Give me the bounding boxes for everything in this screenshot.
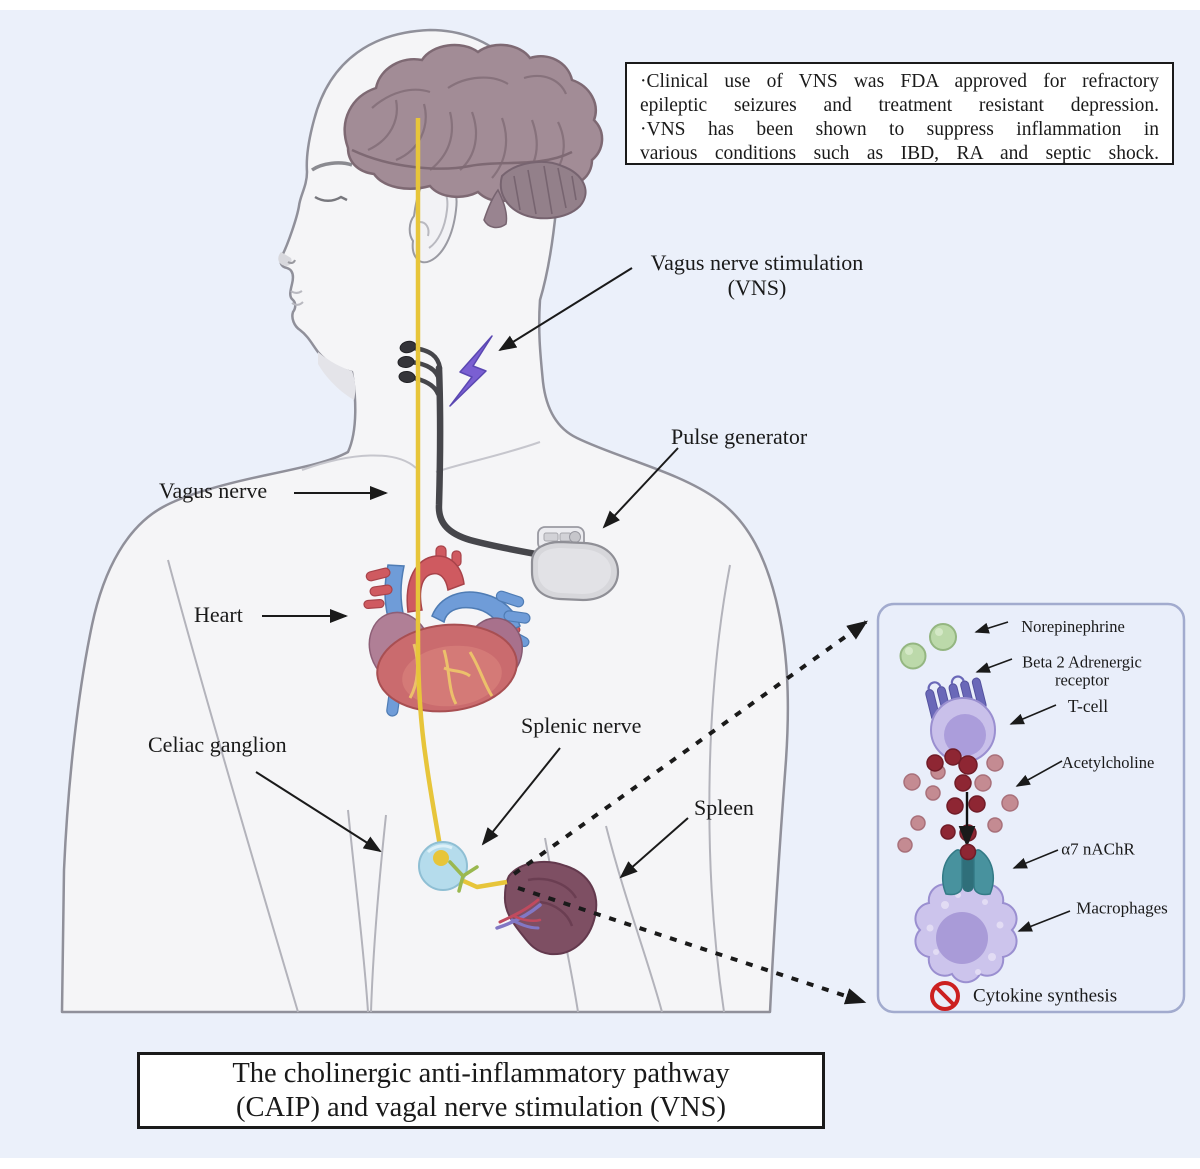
- face-details: [278, 161, 353, 306]
- lower-lip: [291, 301, 304, 306]
- celiac-ganglion-arrow: [255, 771, 382, 853]
- spleen-arrow: [619, 817, 689, 879]
- cytokine-synthesis-label: Cytokine synthesis: [973, 985, 1118, 1007]
- ventricle-highlight: [402, 645, 502, 707]
- bottom-margin: [0, 1158, 1200, 1169]
- info-line-3: ·VNS has been shown to suppress inflamma…: [640, 119, 1159, 140]
- cerebellum: [499, 160, 587, 220]
- vagus-nerve-label: Vagus nerve: [159, 478, 268, 503]
- t-cell-arrow: [1009, 704, 1057, 725]
- brainstem: [483, 188, 508, 229]
- bound-acetylcholine-dot: [959, 843, 977, 861]
- beta2-receptor-label: Beta 2 Adrenergic receptor: [1022, 652, 1142, 691]
- top-margin: [0, 0, 1200, 10]
- spleen-label: Spleen: [694, 795, 754, 820]
- splenic-nerve-arrow: [481, 747, 561, 846]
- norepinephrine-molecules: [899, 623, 957, 670]
- heart-illustration: [363, 545, 531, 717]
- title-line2: (CAIP) and vagal nerve stimulation (VNS): [236, 1091, 726, 1123]
- a7-nachr-label: α7 nAChR: [1061, 839, 1135, 859]
- macrophage-speckles: [926, 892, 1004, 975]
- info-line-4: various conditions such as IBD, RA and s…: [640, 143, 1159, 164]
- beta2-label-line2: receptor: [1054, 671, 1110, 690]
- title-line1: The cholinergic anti-inflammatory pathwa…: [232, 1057, 730, 1089]
- pulse-generator-arrow: [602, 447, 679, 529]
- brain-gyri: [367, 74, 568, 179]
- norepinephrine-arrow: [974, 621, 1009, 634]
- a7-nachr-arrow: [1012, 849, 1059, 869]
- splenic-nerve-label: Splenic nerve: [521, 713, 642, 738]
- eyebrow: [310, 161, 353, 172]
- a7-nachr-receptor: [941, 843, 995, 896]
- figure-title-box: The cholinergic anti-inflammatory pathwa…: [137, 1052, 825, 1129]
- generator-highlight: [538, 548, 611, 594]
- cerebellum-striations: [513, 165, 577, 215]
- beta2-receptor-arrow: [975, 658, 1013, 673]
- spleen-organ: [495, 860, 598, 956]
- pulse-generator-label: Pulse generator: [671, 424, 808, 449]
- stimulation-bolt-icon: [449, 335, 493, 407]
- celiac-ganglion-label: Celiac ganglion: [148, 732, 287, 757]
- spleen-vessels: [495, 898, 542, 930]
- macrophages-arrow: [1017, 910, 1071, 932]
- vns-label-line2: (VNS): [727, 275, 787, 301]
- t-cell: [930, 697, 996, 763]
- heart-label: Heart: [194, 602, 243, 627]
- vagus-nerve-line: [415, 118, 444, 853]
- t-cell-label: T-cell: [1067, 696, 1109, 717]
- vns-arrow: [498, 267, 633, 352]
- magnifier-dotted-lines: [512, 620, 868, 1005]
- nostril: [287, 259, 296, 265]
- upper-lip: [290, 290, 303, 294]
- pulse-generator-device: [530, 526, 620, 602]
- acetylcholine-label: Acetylcholine: [1061, 752, 1155, 772]
- pathway-panel: [876, 602, 1186, 1014]
- body-crease-lines: [167, 559, 731, 1013]
- generator-cable: [435, 364, 540, 558]
- ganglion-green-branch: [448, 860, 479, 893]
- label-arrows: [255, 267, 689, 879]
- info-line-1: ·Clinical use of VNS was FDA approved fo…: [640, 71, 1159, 92]
- beta2-label-line1: Beta 2 Adrenergic: [1022, 652, 1142, 672]
- panel-arrows: [974, 621, 1071, 932]
- celiac-ganglion-node: [418, 841, 479, 893]
- prohibition-icon: [930, 981, 960, 1011]
- vns-label: Vagus nerve stimulation (VNS): [651, 250, 864, 301]
- ganglion-yellow-dot: [433, 850, 449, 866]
- macrophages-label: Macrophages: [1076, 898, 1168, 918]
- closed-eye: [314, 195, 348, 202]
- collar-lines: [301, 441, 541, 473]
- macrophage-cell: [914, 876, 1018, 984]
- clinical-info-box: ·Clinical use of VNS was FDA approved fo…: [625, 62, 1174, 165]
- jaw-shadow: [318, 352, 356, 400]
- brain: [343, 43, 604, 229]
- info-line-2: epileptic seizures and treatment resista…: [640, 95, 1159, 116]
- norepinephrine-label: Norepinephrine: [1021, 616, 1125, 636]
- vns-label-line1: Vagus nerve stimulation: [650, 250, 864, 275]
- acetylcholine-arrow: [1015, 760, 1063, 787]
